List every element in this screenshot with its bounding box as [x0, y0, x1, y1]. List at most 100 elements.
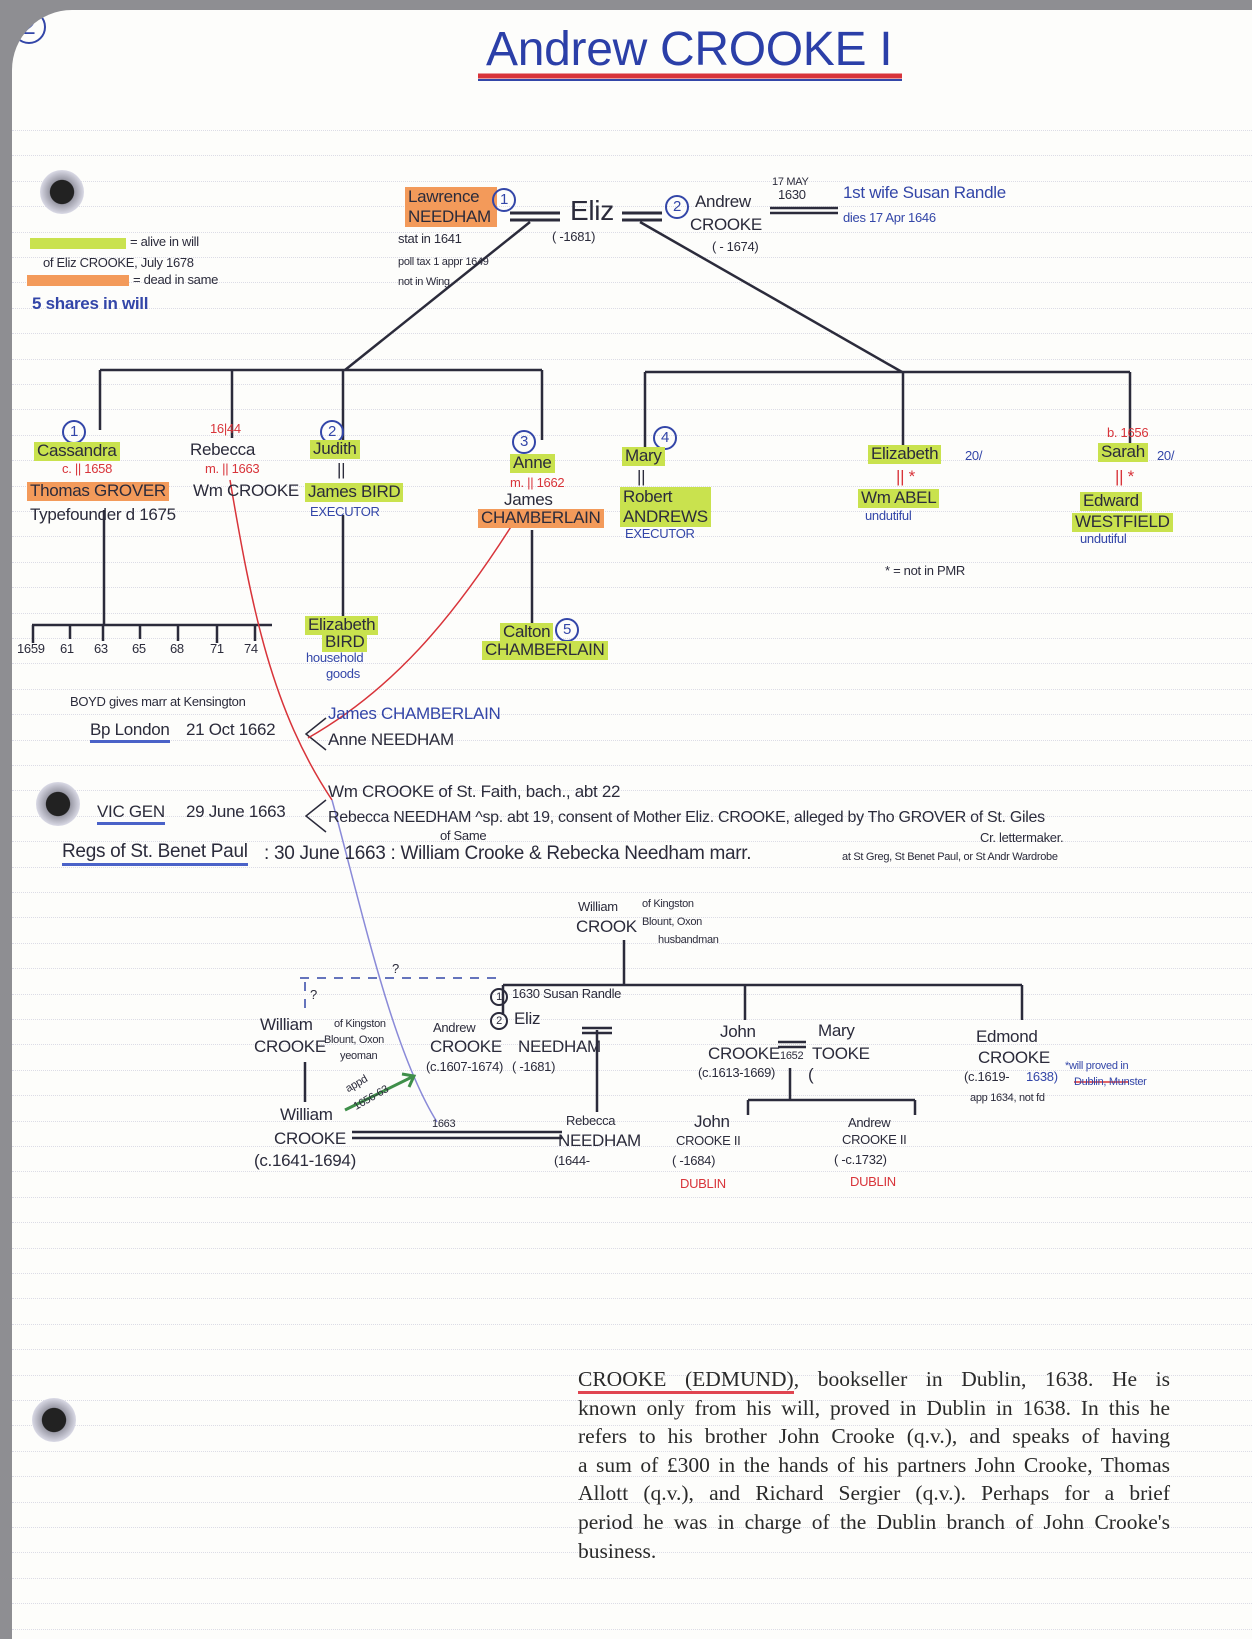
william-junior-surname: CROOKE	[274, 1129, 346, 1148]
apprentice-arrow	[344, 1072, 417, 1112]
westfield: WESTFIELD	[1072, 512, 1173, 532]
rebecca-link-cont	[331, 799, 438, 1123]
bio-line: business.	[578, 1538, 657, 1563]
andrew-ii-first: Andrew	[848, 1115, 891, 1130]
ruled-line	[12, 561, 1252, 563]
rebecca-lower-dates: (1644-	[554, 1153, 590, 1168]
sarah-born: b. 1656	[1107, 425, 1149, 440]
andrew-lower-dates: (c.1607-1674)	[426, 1059, 504, 1074]
children-bar-second	[643, 370, 1132, 460]
tree-lines	[31, 73, 1132, 1140]
timeline-year: 68	[170, 641, 184, 656]
mary-tooke-surname: TOOKE	[812, 1044, 870, 1063]
uncertain-mark: ?	[392, 961, 399, 976]
regs-entry: : 30 June 1663 : William Crooke & Rebeck…	[264, 843, 752, 864]
wife-susan: 1630 Susan Randle	[512, 986, 622, 1001]
lawrence-note: stat in 1641	[398, 231, 462, 246]
ruled-line	[12, 485, 1252, 487]
elizabeth-bird-surname: BIRD	[322, 632, 368, 652]
william-yeoman-note: yeoman	[340, 1050, 378, 1062]
william-yeoman-surname: CROOKE	[254, 1037, 326, 1056]
ruled-line	[12, 1323, 1252, 1325]
surname: ANDREWS	[623, 507, 708, 526]
ruled-line	[12, 1171, 1252, 1173]
needham-marr	[582, 1026, 612, 1112]
bio-line: Allott (q.v.), and Richard Sergier (q.v.…	[578, 1481, 1170, 1506]
legend-dead: = dead in same	[133, 272, 219, 287]
bequest: 20/	[1157, 448, 1175, 463]
child-number: 5	[555, 618, 579, 642]
first-wife-death: dies 17 Apr 1646	[843, 210, 936, 225]
john-ii-surname: CROOKE II	[676, 1133, 741, 1148]
james-first: James	[504, 490, 553, 509]
andrew-ii-dates: ( -c.1732)	[834, 1152, 887, 1167]
john-mary-marr	[746, 1040, 917, 1115]
william-junior-dates: (c.1641-1694)	[254, 1151, 356, 1170]
cassandra: Cassandra	[34, 441, 120, 461]
ruled-line	[12, 282, 1252, 284]
mary-tooke-first: Mary	[818, 1021, 855, 1040]
john-dates: (c.1613-1669)	[698, 1065, 776, 1080]
william-crook-note: husbandman	[658, 934, 719, 946]
child-number: 4	[653, 426, 677, 450]
edmond-note: app 1634, not fd	[970, 1092, 1045, 1104]
legend-alive: = alive in will	[130, 234, 199, 249]
john-first: John	[720, 1022, 756, 1041]
surname: NEEDHAM	[408, 207, 491, 226]
andrew-first: Andrew	[695, 192, 751, 211]
vic-date: 29 June 1663	[186, 802, 286, 821]
bio-line: period he was in charge of the Dublin br…	[578, 1509, 1170, 1534]
ruled-line	[12, 333, 1252, 335]
timeline-year: 63	[94, 641, 108, 656]
page-title: Andrew CROOKE I	[486, 23, 893, 76]
wife-eliz: Eliz	[514, 1009, 541, 1028]
ruled-line	[12, 1501, 1252, 1503]
ruled-line	[12, 815, 1252, 817]
timeline-year: 74	[244, 641, 258, 656]
eliz-dates: ( -1681)	[552, 229, 596, 244]
vic-gen: VIC GEN	[97, 802, 165, 825]
uncertain-mark: ?	[310, 987, 317, 1002]
ruled-line	[12, 1374, 1252, 1376]
ruled-line	[12, 892, 1252, 893]
legend-shares: 5 shares in will	[32, 294, 149, 313]
ruled-line	[12, 1146, 1252, 1147]
descent-line-first	[344, 221, 531, 371]
bio-line: known only from his will, proved in Dubl…	[578, 1395, 1170, 1420]
marriage-mark: || *	[896, 467, 915, 486]
edmond-first: Edmond	[976, 1027, 1038, 1046]
ruled-line	[12, 1527, 1252, 1528]
boyd-note: BOYD gives marr at Kensington	[70, 694, 246, 709]
eliz-needham-dates: ( -1681)	[512, 1059, 556, 1074]
mary-tooke-dates: (	[808, 1065, 814, 1084]
ruled-line	[12, 1273, 1252, 1274]
john-surname: CROOKE	[708, 1044, 780, 1063]
calton: Calton	[500, 622, 554, 642]
timeline-year: 1659	[17, 641, 45, 656]
vic-bride: Rebecca NEEDHAM ^sp. abt 19, consent of …	[328, 809, 1045, 826]
bp-groom: James CHAMBERLAIN	[328, 704, 501, 723]
binder-hole	[40, 170, 84, 214]
undutiful-note: undutiful	[865, 508, 912, 523]
sarah: Sarah	[1098, 442, 1148, 462]
ruled-line	[12, 841, 1252, 843]
eliz-needham: NEEDHAM	[518, 1037, 601, 1056]
regs-st-benet: Regs of St. Benet Paul	[62, 841, 248, 866]
ruled-line	[12, 155, 1252, 157]
elizabeth-bird-first: Elizabeth	[305, 615, 379, 635]
legend-dead-swatch	[27, 275, 129, 286]
rebecca-born: 16|44	[210, 421, 241, 436]
william-yeoman-note: of Kingston	[334, 1018, 386, 1030]
anne-marriage: m. || 1662	[510, 475, 565, 490]
andrew-ii-surname: CROOKE II	[842, 1132, 907, 1147]
ruled-line	[12, 1222, 1252, 1224]
ruled-line	[12, 1019, 1252, 1020]
bp-bride: Anne NEEDHAM	[328, 730, 454, 749]
timeline	[31, 623, 272, 643]
marriage-day: 17 MAY	[772, 176, 809, 188]
ruled-line	[12, 1552, 1252, 1554]
ruled-line	[12, 917, 1252, 919]
william-yeoman-first: William	[260, 1015, 313, 1034]
ruled-line	[12, 1628, 1252, 1630]
